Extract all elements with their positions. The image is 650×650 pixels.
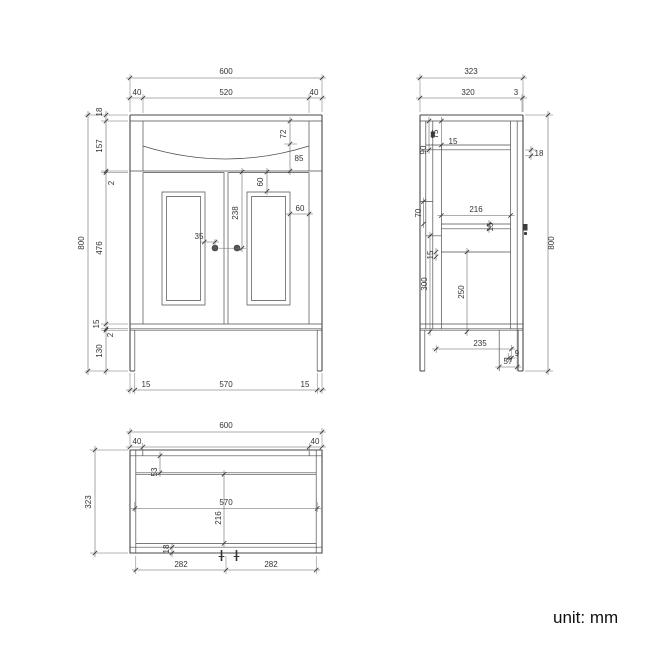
dim-side-75: 75 — [431, 129, 440, 138]
front-dimension-ticks — [85, 75, 325, 393]
dim-front-door-rail: 60 — [256, 177, 265, 186]
side-outline — [419, 114, 524, 372]
side-dimension-lines — [416, 77, 549, 375]
dim-top-282-right: 282 — [264, 560, 278, 569]
dim-side-70: 70 — [414, 208, 423, 217]
dim-side-300: 300 — [420, 277, 429, 291]
front-extension-lines — [85, 74, 323, 394]
dim-front-bottom-mid: 570 — [219, 380, 233, 389]
side-wall-bracket — [523, 224, 528, 231]
dim-front-left-40: 40 — [133, 88, 142, 97]
dim-front-basin-520: 520 — [219, 88, 233, 97]
side-view: 323 320 3 800 75 90 15 18 70 216 15 15 3… — [414, 67, 556, 375]
dim-front-rail-b: 15 — [92, 319, 101, 328]
dim-side-15-rail: 15 — [426, 250, 435, 259]
dim-front-top-rail: 18 — [95, 107, 104, 116]
dim-front-bottom-right: 15 — [301, 380, 310, 389]
unit-label: unit: mm — [553, 608, 618, 627]
dim-side-235: 235 — [473, 339, 487, 348]
side-dimension-ticks — [417, 75, 551, 374]
dim-front-height: 800 — [77, 236, 86, 250]
dim-top-216: 216 — [214, 511, 223, 525]
side-extension-lines — [419, 74, 553, 372]
dim-front-gap-b: 2 — [106, 332, 115, 337]
dim-top-depth: 323 — [84, 495, 93, 509]
dim-side-body-320: 320 — [461, 88, 475, 97]
dim-front-knob-offset: 35 — [195, 232, 204, 241]
front-view: 600 40 520 40 18 157 2 800 476 15 2 130 … — [77, 67, 326, 394]
dim-front-door-stile: 60 — [296, 204, 305, 213]
front-structure — [130, 120, 322, 371]
front-dimension-lines — [87, 77, 326, 391]
dim-side-57: 57 — [504, 357, 513, 366]
dim-front-gap-top: 2 — [107, 180, 116, 185]
dim-side-height: 800 — [547, 236, 556, 250]
dim-side-216: 216 — [469, 205, 483, 214]
top-view: 600 40 40 323 53 570 216 18 282 282 — [84, 421, 326, 574]
dim-top-570: 570 — [219, 498, 233, 507]
dim-side-depth: 323 — [464, 67, 478, 76]
dim-front-plinth: 130 — [95, 344, 104, 358]
dim-front-basin-h: 157 — [95, 139, 104, 153]
side-top-clip — [430, 131, 435, 138]
dim-side-18: 18 — [535, 149, 544, 158]
dim-top-18: 18 — [162, 544, 171, 553]
dim-side-9: 9 — [515, 349, 520, 358]
dim-top-right-40: 40 — [311, 437, 320, 446]
dim-top-282-left: 282 — [174, 560, 188, 569]
dim-front-bottom-left: 15 — [142, 380, 151, 389]
dim-side-250: 250 — [457, 285, 466, 299]
dim-side-15-top: 15 — [449, 137, 458, 146]
dim-front-basin-under: 85 — [295, 154, 304, 163]
dim-top-left-40: 40 — [133, 437, 142, 446]
dim-front-right-40: 40 — [310, 88, 319, 97]
fixing-bolt-marks — [220, 550, 238, 561]
dim-top-53: 53 — [150, 467, 159, 476]
side-structure — [420, 120, 523, 371]
side-fixing-dot — [523, 231, 528, 236]
dim-side-90: 90 — [419, 145, 428, 154]
dim-top-width: 600 — [219, 421, 233, 430]
dim-side-15-shelf: 15 — [486, 222, 495, 231]
top-outline — [129, 449, 323, 554]
dim-side-back-3: 3 — [514, 88, 519, 97]
front-outline — [129, 114, 323, 372]
top-dimension-lines — [94, 431, 326, 571]
dim-front-door-h: 476 — [95, 241, 104, 255]
dim-front-basin-lip: 72 — [279, 129, 288, 138]
dim-front-width: 600 — [219, 67, 233, 76]
dim-front-knob-drop: 238 — [231, 206, 240, 220]
top-dimension-ticks — [92, 429, 325, 573]
